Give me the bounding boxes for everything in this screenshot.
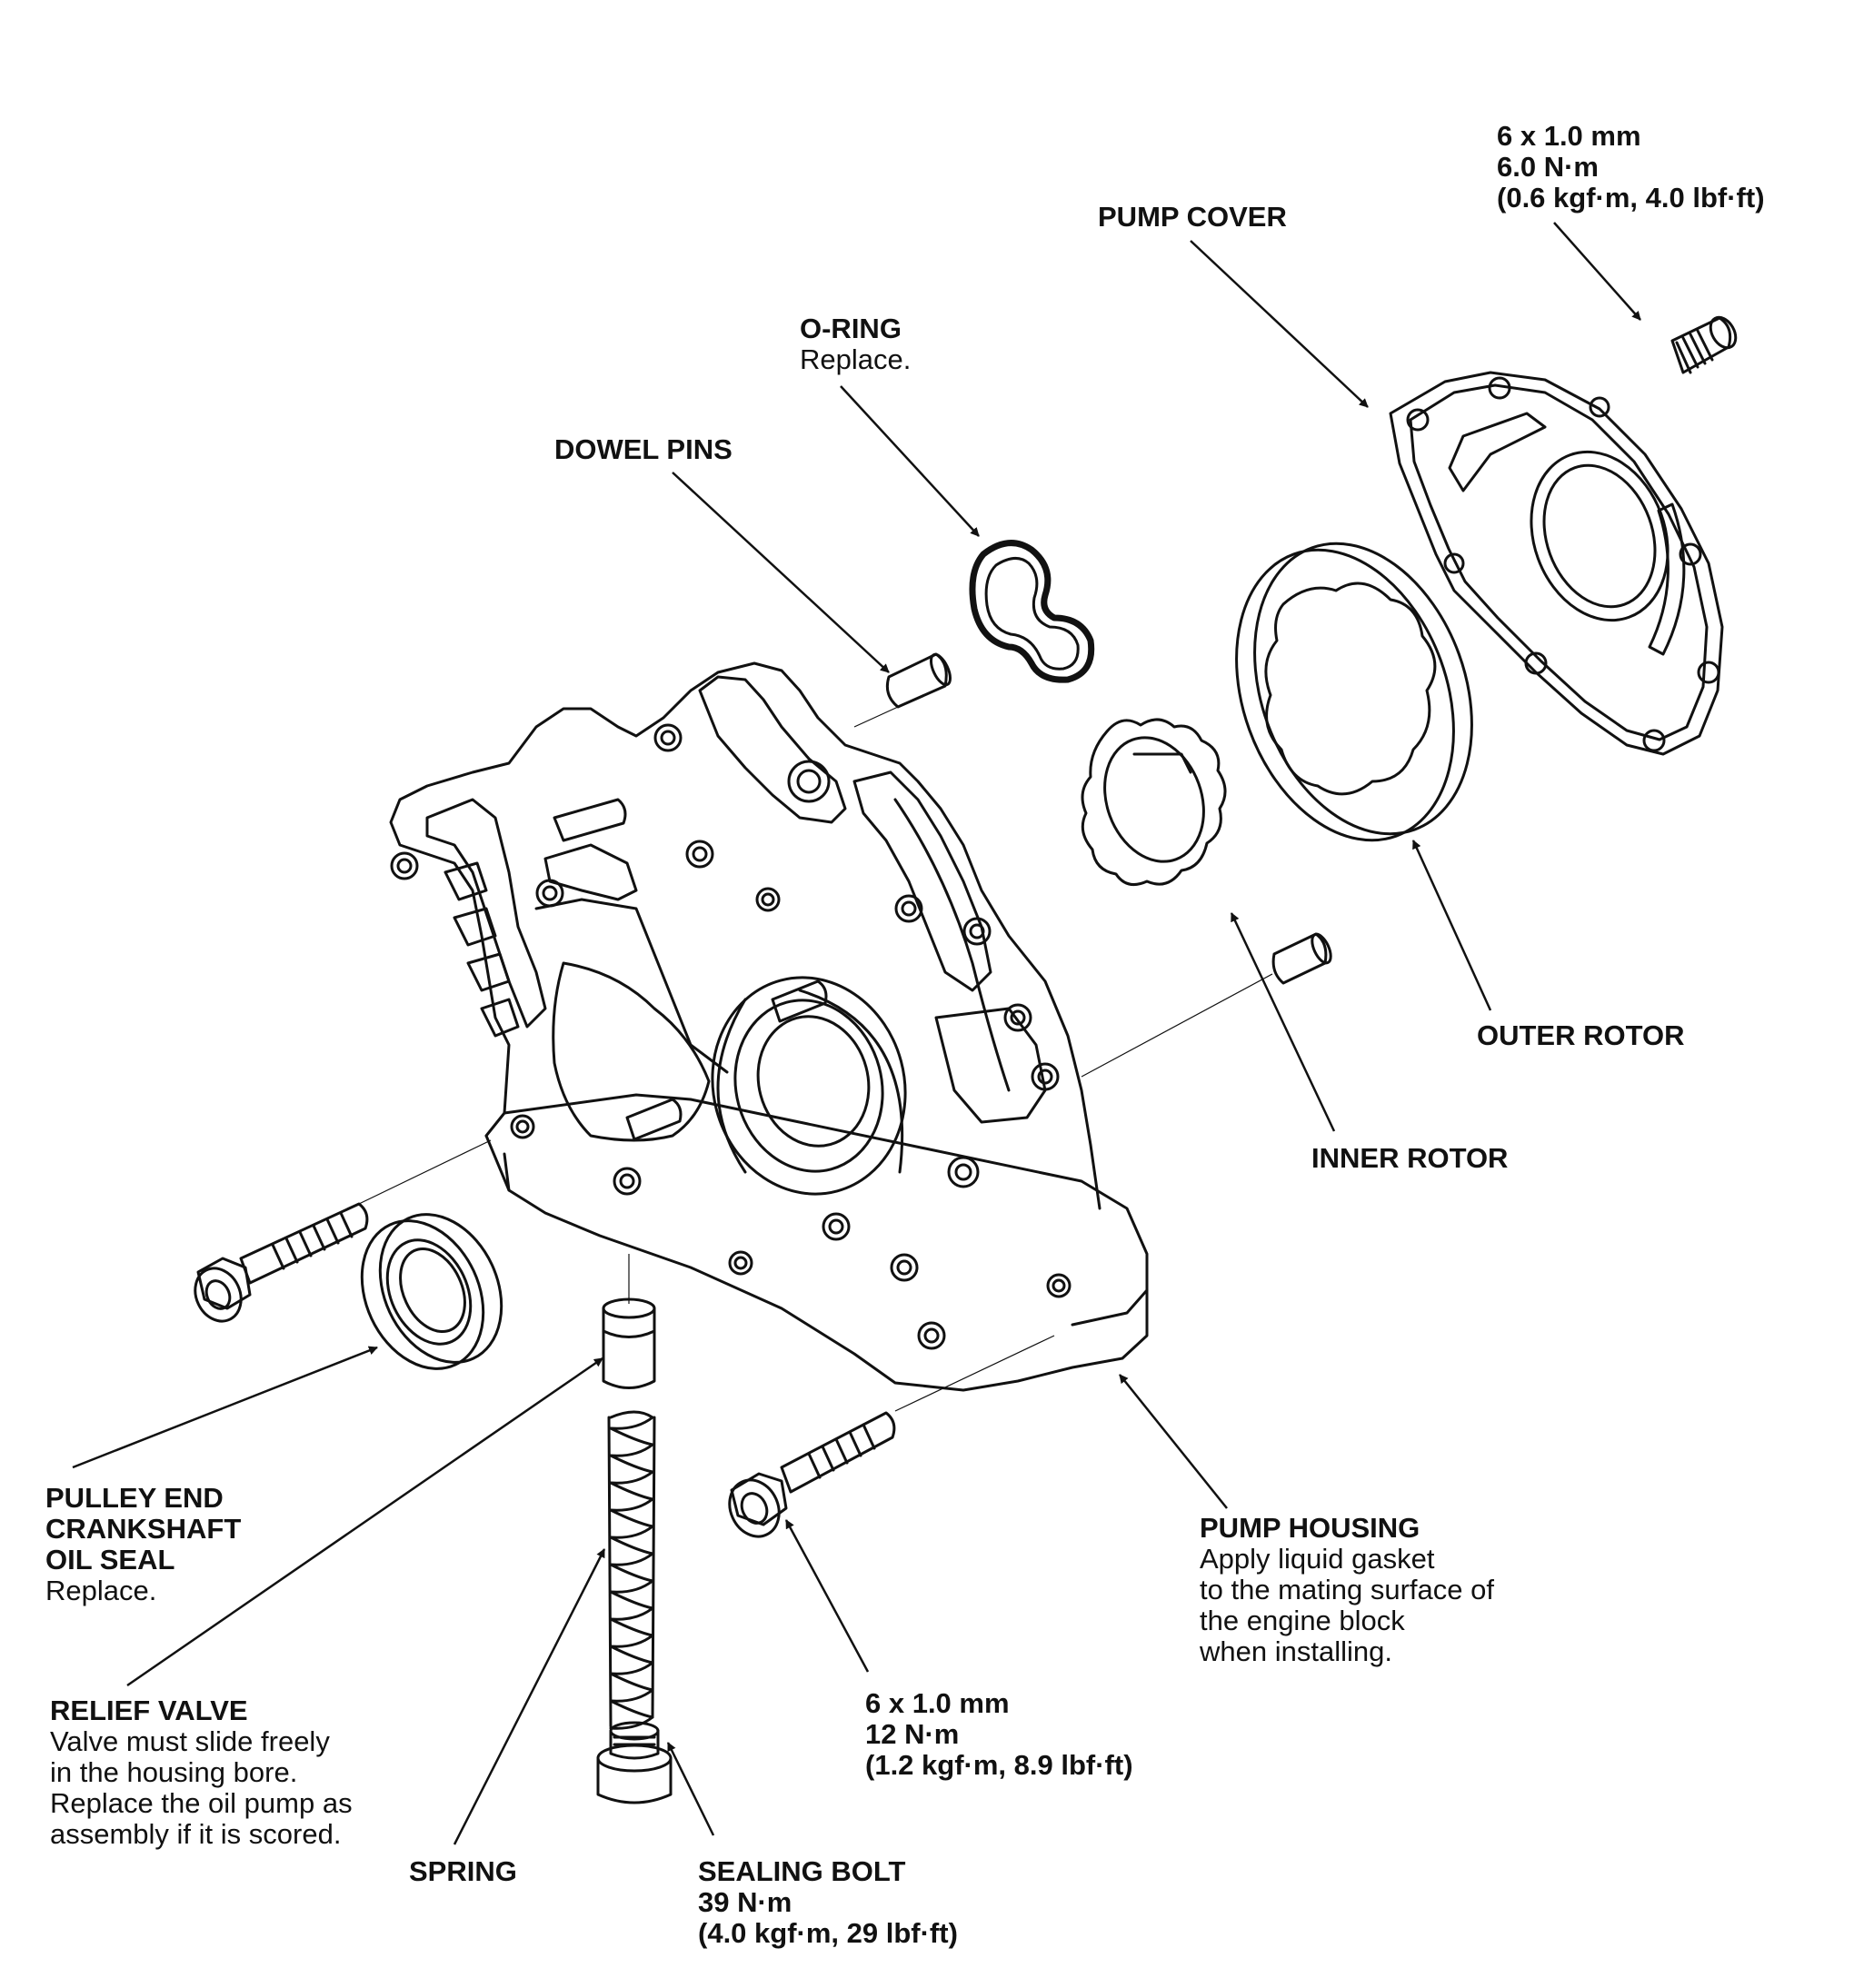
oil-seal-note: Replace. xyxy=(45,1575,157,1606)
dowel-pin-icon xyxy=(885,652,1332,985)
housing-bolt-spec: 6 x 1.0 mm 12 N·m (1.2 kgf·m, 8.9 lbf·ft… xyxy=(865,1687,1133,1781)
relief-valve-icon xyxy=(602,1297,656,1389)
outer-rotor-label: OUTER ROTOR xyxy=(1477,1019,1685,1051)
crankshaft-oil-seal-icon xyxy=(360,1213,503,1370)
spring-label: SPRING xyxy=(409,1855,517,1887)
inner-rotor-label: INNER ROTOR xyxy=(1311,1142,1509,1174)
leader-lines xyxy=(72,222,1641,1845)
cover-bolt-size: 6 x 1.0 mm xyxy=(1497,120,1641,152)
o-ring-icon xyxy=(969,540,1095,683)
oil-seal-label: PULLEY END CRANKSHAFT OIL SEAL Replace. xyxy=(45,1482,242,1606)
spring-icon xyxy=(607,1410,656,1730)
dowel-pins-label: DOWEL PINS xyxy=(554,433,733,465)
cover-bolt-icon xyxy=(1670,315,1738,374)
assembly-centerlines xyxy=(358,697,1273,1412)
o-ring-label: O-RING Replace. xyxy=(800,313,912,375)
inner-rotor-icon xyxy=(1081,718,1227,887)
cover-bolt-spec: 6 x 1.0 mm 6.0 N·m (0.6 kgf·m, 4.0 lbf·f… xyxy=(1497,121,1765,214)
pump-housing-icon xyxy=(389,661,1149,1392)
sealing-bolt-icon xyxy=(596,1721,673,1804)
pump-cover-label: PUMP COVER xyxy=(1098,201,1287,233)
outer-rotor-icon xyxy=(1235,542,1473,842)
pump-cover-icon xyxy=(1389,371,1724,756)
o-ring-note: Replace. xyxy=(800,343,912,375)
sealing-bolt-label: SEALING BOLT 39 N·m (4.0 kgf·m, 29 lbf·f… xyxy=(698,1855,958,1949)
flange-bolt-icon xyxy=(194,1202,896,1538)
cover-bolt-torque: 6.0 N·m xyxy=(1497,151,1599,183)
relief-valve-label: RELIEF VALVE Valve must slide freely in … xyxy=(50,1695,353,1850)
cover-bolt-torque-alt: (0.6 kgf·m, 4.0 lbf·ft) xyxy=(1497,182,1765,214)
pump-housing-label: PUMP HOUSING Apply liquid gasket to the … xyxy=(1200,1512,1494,1667)
